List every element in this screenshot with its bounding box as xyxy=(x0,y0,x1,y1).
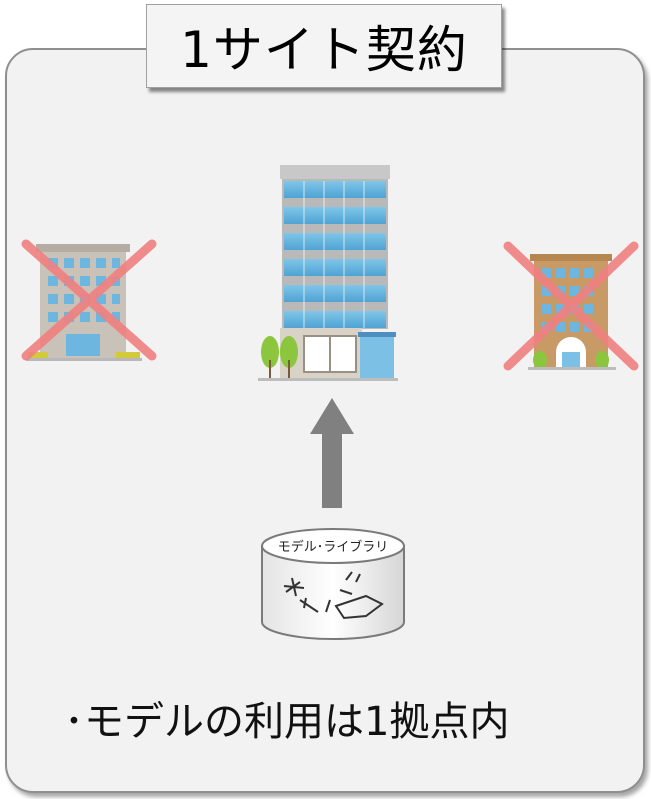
left-cross-icon xyxy=(21,239,157,361)
center-building-icon xyxy=(258,165,398,381)
caption-text: ･モデルの利用は1拠点内 xyxy=(64,699,510,745)
diagram-title: 1サイト契約 xyxy=(180,21,468,79)
model-library-icon xyxy=(261,528,405,640)
tools-icon xyxy=(283,571,384,620)
arrow-up-icon xyxy=(310,398,354,508)
right-cross-icon xyxy=(503,241,639,371)
library-label: モデル･ライブラリ xyxy=(278,539,389,555)
title-box: 1サイト契約 xyxy=(146,4,502,88)
